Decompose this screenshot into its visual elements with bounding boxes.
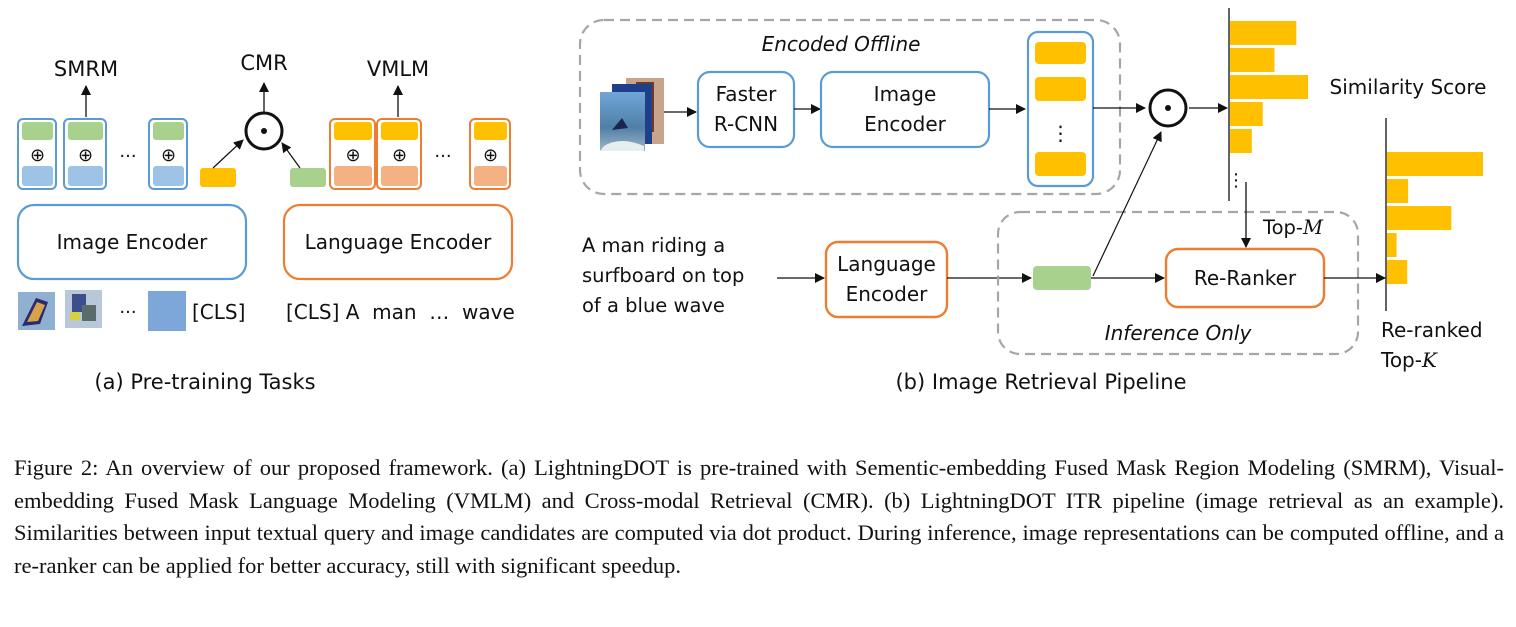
reranked-var: K xyxy=(1421,348,1438,372)
framework-figure: SMRM CMR VMLM ⊕ ⊕ ··· ⊕ xyxy=(16,8,1487,394)
faster-rcnn-label-line2: R-CNN xyxy=(714,112,778,136)
reranked-bar xyxy=(1387,260,1408,284)
reranked-prefix: Top- xyxy=(1380,348,1422,372)
faster-rcnn-label-line1: Faster xyxy=(716,82,777,106)
top-m-var: M xyxy=(1302,216,1324,239)
plus-icon: ⊕ xyxy=(483,145,498,166)
reranked-label-line1: Re-ranked xyxy=(1381,318,1483,342)
image-encoder-label-line1: Image xyxy=(874,82,937,106)
ellipsis: ··· xyxy=(119,146,136,167)
similarity-bar xyxy=(1230,21,1297,45)
plus-icon: ⊕ xyxy=(78,145,93,166)
reranked-bar xyxy=(1387,233,1397,257)
language-encoder-label-line2: Encoder xyxy=(846,282,929,306)
text-token-stack: ⊕ xyxy=(329,118,376,190)
query-text-line3: of a blue wave xyxy=(582,294,725,317)
text-to-dot-arrow xyxy=(281,142,301,169)
similarity-bar xyxy=(1230,48,1275,72)
plus-icon: ⊕ xyxy=(392,145,407,166)
query-text-line2: surfboard on top xyxy=(582,264,744,287)
cmr-label: CMR xyxy=(240,51,287,75)
query-embedding xyxy=(1033,266,1091,290)
image-cls-token-label: [CLS] xyxy=(192,300,245,324)
reranked-bars xyxy=(1387,152,1483,284)
top-m-prefix: Top- xyxy=(1262,216,1303,239)
language-encoder-box xyxy=(282,203,514,281)
reranked-bar xyxy=(1387,152,1483,176)
language-encoder-label: Language Encoder xyxy=(305,230,493,254)
text-token-stack: ⊕ xyxy=(469,118,511,190)
similarity-bar xyxy=(1230,75,1308,99)
language-encoder-label-line1: Language xyxy=(837,252,936,276)
candidate-images-icon xyxy=(600,78,664,151)
re-ranker-label: Re-Ranker xyxy=(1194,266,1297,290)
dot-product-icon xyxy=(244,111,284,151)
encoded-offline-label: Encoded Offline xyxy=(762,32,921,56)
caption-label: Figure 2: xyxy=(14,455,99,480)
text-tokens: [CLS] A man … wave xyxy=(286,300,515,324)
image-encoder-box xyxy=(16,203,248,281)
plus-icon: ⊕ xyxy=(30,145,45,166)
scores-vertical-ellipsis: ⋮ xyxy=(1227,170,1245,191)
similarity-bars xyxy=(1230,21,1308,153)
reranked-bar xyxy=(1387,179,1409,203)
language-encoder-box xyxy=(824,240,949,319)
image-encoder-label: Image Encoder xyxy=(57,230,209,254)
figure-caption: Figure 2: An overview of our proposed fr… xyxy=(14,452,1504,582)
panel-b: Encoded Offline Faster R-CNN Image Encod… xyxy=(578,8,1487,394)
region-image-thumbnail xyxy=(18,292,55,330)
reranked-label-line2: Top-K xyxy=(1380,348,1438,372)
query-to-dot-arrow xyxy=(1092,131,1162,277)
panel-a-title: (a) Pre-training Tasks xyxy=(94,370,315,394)
region-image-thumbnail xyxy=(65,290,102,328)
vmlm-label: VMLM xyxy=(367,57,429,81)
cls-image-token xyxy=(148,291,186,331)
vertical-ellipsis: ⋮ xyxy=(1051,121,1071,145)
text-cls-embedding xyxy=(290,168,326,187)
ellipsis: ··· xyxy=(434,146,451,167)
similarity-bar xyxy=(1230,129,1252,153)
image-cls-embedding xyxy=(200,168,236,187)
similarity-score-label: Similarity Score xyxy=(1330,75,1487,99)
image-token-stack: ⊕ xyxy=(63,118,107,190)
query-text-line1: A man riding a xyxy=(582,234,725,257)
caption-text: An overview of our proposed framework. (… xyxy=(14,455,1505,578)
image-to-dot-arrow xyxy=(212,139,244,169)
inference-only-label: Inference Only xyxy=(1105,321,1253,345)
image-encoder-label-line2: Encoder xyxy=(864,112,947,136)
panel-b-title: (b) Image Retrieval Pipeline xyxy=(895,370,1186,394)
plus-icon: ⊕ xyxy=(345,145,360,166)
reranked-bar xyxy=(1387,206,1452,230)
image-embeddings-column: ⋮ xyxy=(1026,30,1095,188)
dot-product-icon xyxy=(1148,88,1188,128)
encoded-offline-region xyxy=(578,18,1122,196)
similarity-bar xyxy=(1230,102,1263,126)
image-token-stack: ⊕ xyxy=(17,118,57,190)
inference-only-region xyxy=(996,210,1360,356)
top-m-label: Top-M xyxy=(1262,216,1324,239)
image-token-stack: ⊕ xyxy=(148,118,188,190)
plus-icon: ⊕ xyxy=(161,145,176,166)
text-token-stack: ⊕ xyxy=(376,118,422,190)
smrm-label: SMRM xyxy=(54,57,118,81)
image-tokens-ellipsis: ··· xyxy=(119,302,136,323)
panel-a: SMRM CMR VMLM ⊕ ⊕ ··· ⊕ xyxy=(16,51,515,394)
